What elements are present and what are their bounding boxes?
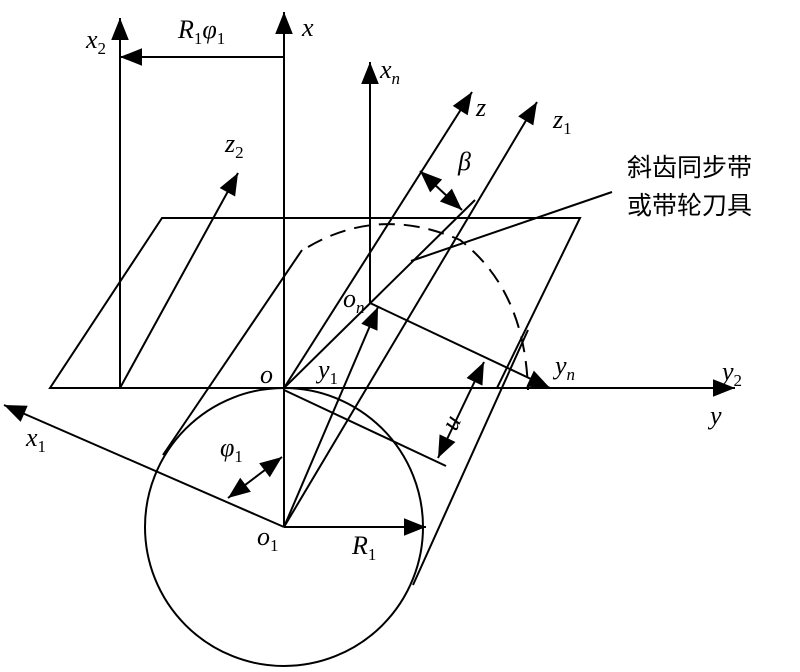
label-y: y: [707, 401, 722, 430]
label-z1: z1: [552, 105, 572, 138]
label-xn: xn: [379, 55, 400, 88]
beta-arrow: [419, 170, 463, 211]
label-phi1: φ1: [220, 433, 243, 466]
x1-axis: [3, 404, 285, 528]
o-on-line: [283, 199, 476, 389]
u-arrow: [437, 361, 485, 459]
z2-axis: [119, 172, 239, 389]
labels: x2 R1φ1 x xn z z1 z2 β 斜齿同步带 或带轮刀具 o on …: [25, 13, 752, 564]
label-o: o: [260, 360, 273, 389]
left-tangent: [162, 249, 303, 456]
z1-axis: [283, 101, 538, 528]
label-y2: y2: [719, 357, 742, 390]
label-beta: β: [457, 147, 471, 176]
callout-line1: 斜齿同步带: [627, 153, 752, 182]
z-axis: [283, 91, 473, 389]
phi1-arrow: [227, 456, 283, 499]
label-o1: o1: [257, 522, 279, 555]
label-z2: z2: [224, 129, 244, 162]
label-yn: yn: [552, 351, 575, 384]
o-u-line: [283, 389, 447, 467]
label-x1: x1: [25, 423, 46, 456]
yn-axis: [369, 302, 551, 389]
right-tangent: [412, 329, 529, 586]
label-r1phi1: R1φ1: [177, 15, 225, 48]
callout-line2: 或带轮刀具: [627, 191, 752, 220]
label-on: on: [343, 284, 365, 317]
label-y1: y1: [315, 355, 338, 388]
dashed-arc: [307, 223, 529, 391]
label-x2: x2: [85, 25, 106, 58]
o1-on-arrow: [283, 306, 379, 528]
label-x: x: [301, 13, 314, 42]
label-R1: R1: [351, 531, 376, 564]
label-z: z: [475, 93, 486, 122]
callout-line: [410, 191, 613, 262]
